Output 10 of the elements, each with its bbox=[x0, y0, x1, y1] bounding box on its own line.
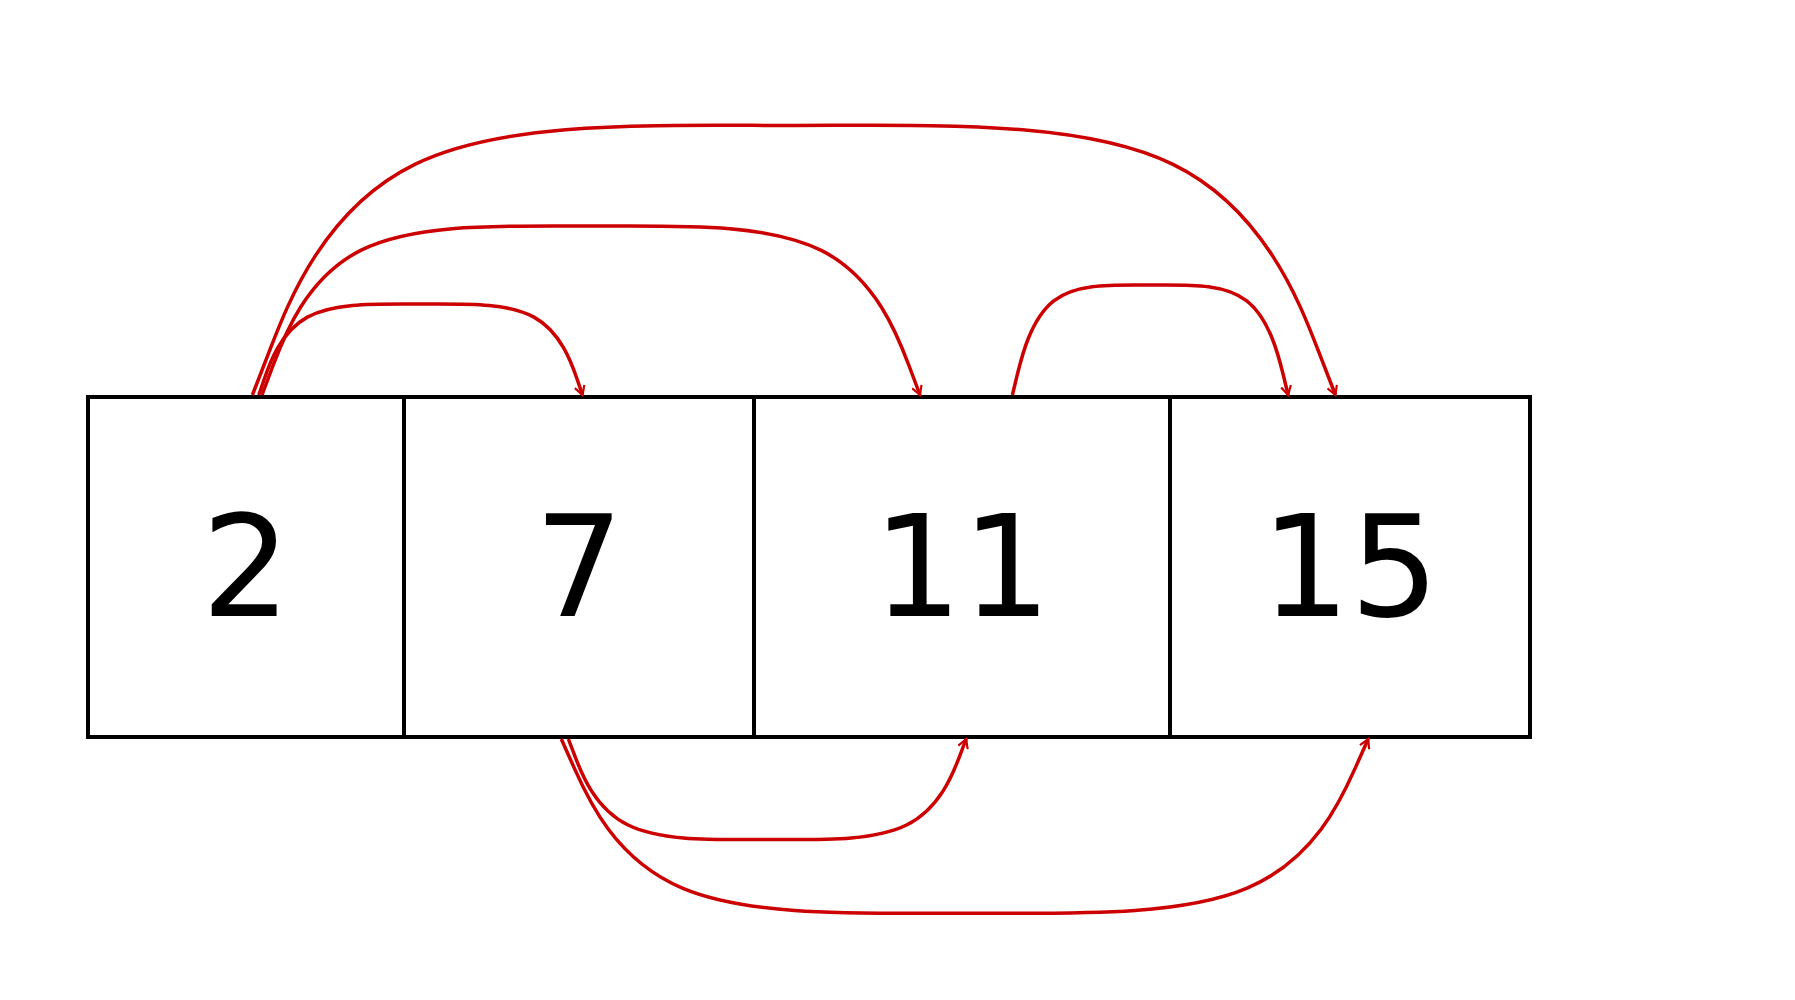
cell-value: 11 bbox=[872, 485, 1052, 649]
curved-arrow bbox=[1010, 283, 1292, 397]
cell-value: 2 bbox=[201, 485, 291, 649]
curved-arrow bbox=[260, 224, 923, 397]
curved-arrow bbox=[257, 302, 586, 397]
cell-value: 15 bbox=[1260, 485, 1440, 649]
cell-value: 7 bbox=[534, 485, 624, 649]
curved-arrow bbox=[559, 737, 1371, 916]
curved-arrow bbox=[250, 123, 1338, 397]
curved-arrow bbox=[566, 737, 969, 842]
